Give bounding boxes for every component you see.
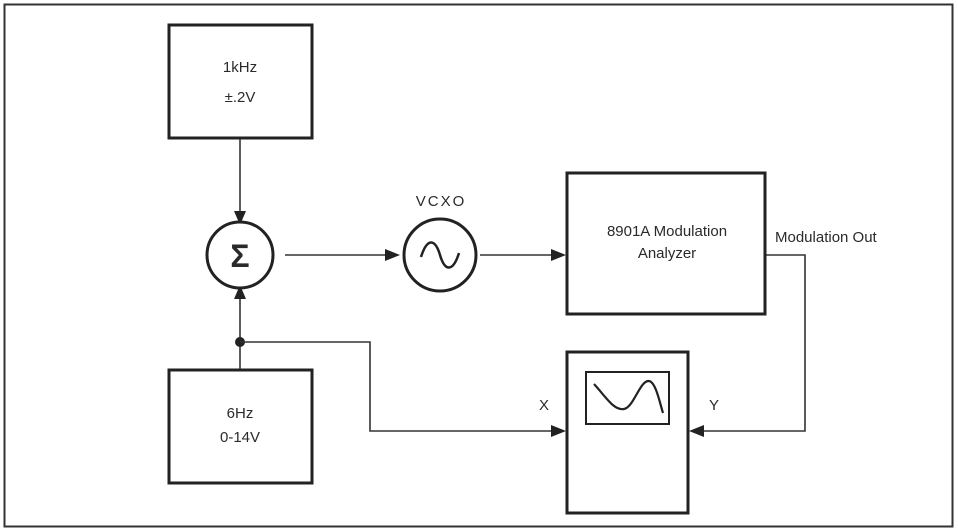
analyzer-label-line2: Analyzer [638, 245, 696, 262]
oscilloscope-screen [585, 371, 670, 425]
oscillator-6hz-amplitude: 0-14V [220, 429, 260, 446]
oscillator-6hz-block: 6Hz 0-14V [167, 368, 314, 485]
arrow-into-summer-top [234, 211, 246, 225]
vcxo-block: VCXO [402, 193, 478, 293]
oscillator-1khz-amplitude: ±.2V [225, 89, 256, 106]
oscillator-6hz-frequency: 6Hz [227, 405, 254, 422]
wire-6hz-to-scope-x [240, 341, 553, 432]
scope-x-label: X [539, 397, 549, 414]
waveform-icon [593, 379, 665, 414]
modulation-analyzer-block: 8901A Modulation Analyzer [565, 171, 767, 316]
analyzer-label-line1: 8901A Modulation [607, 223, 727, 240]
arrow-into-analyzer [551, 249, 566, 261]
scope-y-label: Y [709, 397, 719, 414]
arrow-into-scope-y [689, 425, 704, 437]
summing-junction: Σ [205, 220, 275, 290]
arrow-into-scope-x [551, 425, 566, 437]
figure-frame [3, 3, 954, 528]
wire-modulation-out-to-scope-y [702, 254, 806, 432]
arrow-into-vcxo [385, 249, 400, 261]
sigma-symbol: Σ [230, 238, 249, 274]
oscillator-1khz-frequency: 1kHz [223, 59, 257, 76]
vcxo-label: VCXO [416, 193, 467, 210]
sine-wave-icon [419, 241, 461, 269]
oscillator-1khz-block: 1kHz ±.2V [167, 23, 314, 140]
arrow-into-summer-bottom [234, 285, 246, 299]
oscilloscope-block [565, 350, 690, 515]
modulation-out-label: Modulation Out [775, 229, 878, 246]
